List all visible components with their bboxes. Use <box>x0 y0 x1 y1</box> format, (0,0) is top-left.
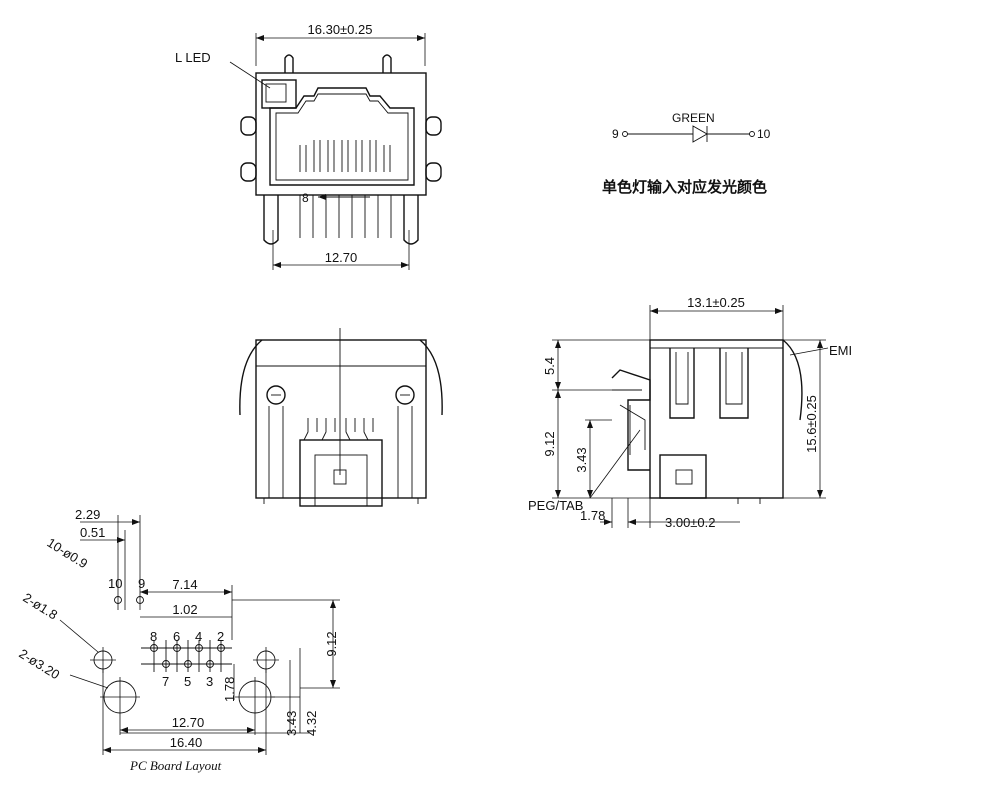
pcb-dim-1-78: 1.78 <box>222 677 237 702</box>
pin-8-label: 8 <box>302 191 309 205</box>
front-width-dim: 16.30±0.25 <box>308 22 373 37</box>
pcb-pin-3: 3 <box>206 674 213 689</box>
pcb-title: PC Board Layout <box>129 758 222 773</box>
front-view: 16.30±0.25 L LED 8 <box>175 22 442 270</box>
emi-label: EMI <box>829 343 852 358</box>
side-depth-dim: 13.1±0.25 <box>687 295 745 310</box>
led-legend: 9 10 GREEN 单色灯输入对应发光颜色 <box>602 111 771 196</box>
back-view <box>239 328 443 507</box>
dim-3-00: 3.00±0.2 <box>665 515 716 530</box>
pcb-dim-1-02: 1.02 <box>172 602 197 617</box>
pcb-dim-9-12: 9.12 <box>324 631 339 656</box>
front-pitch-dim: 12.70 <box>325 250 358 265</box>
pcb-pin-2: 2 <box>217 629 224 644</box>
pcb-pin-5: 5 <box>184 674 191 689</box>
side-view: 13.1±0.25 EMI 15.6±0.25 <box>528 295 852 530</box>
dim-9-12: 9.12 <box>542 431 557 456</box>
led-color-label: GREEN <box>672 111 715 125</box>
pcb-dim-4-32: 4.32 <box>304 711 319 736</box>
pcb-layout: 2.29 0.51 10-ø0.9 10 9 7.14 1.02 9.12 <box>16 507 340 773</box>
led-caption: 单色灯输入对应发光颜色 <box>602 178 767 196</box>
pcb-pin-10: 10 <box>108 576 122 591</box>
pcb-pin-4: 4 <box>195 629 202 644</box>
dim-5-4: 5.4 <box>542 357 557 375</box>
dim-1-78: 1.78 <box>580 508 605 523</box>
pcb-dim-7-14: 7.14 <box>172 577 197 592</box>
pcb-pin-7: 7 <box>162 674 169 689</box>
led-pin-9: 9 <box>612 127 619 141</box>
dim-3-43: 3.43 <box>574 447 589 472</box>
peg-tab-label: PEG/TAB <box>528 498 583 513</box>
side-height-dim: 15.6±0.25 <box>804 395 819 453</box>
pcb-dim-3-43: 3.43 <box>284 711 299 736</box>
pcb-dim-12-70: 12.70 <box>172 715 205 730</box>
led-label: L LED <box>175 50 211 65</box>
pcb-holes-mid: 2-ø1.8 <box>20 590 60 623</box>
pcb-holes-large: 2-ø3.20 <box>16 646 62 682</box>
pcb-pin-6: 6 <box>173 629 180 644</box>
pcb-dim-2-29: 2.29 <box>75 507 100 522</box>
pcb-pin-9: 9 <box>138 576 145 591</box>
pcb-pin-8: 8 <box>150 629 157 644</box>
led-pin-10: 10 <box>757 127 771 141</box>
pcb-dim-16-40: 16.40 <box>170 735 203 750</box>
pcb-dim-0-51: 0.51 <box>80 525 105 540</box>
